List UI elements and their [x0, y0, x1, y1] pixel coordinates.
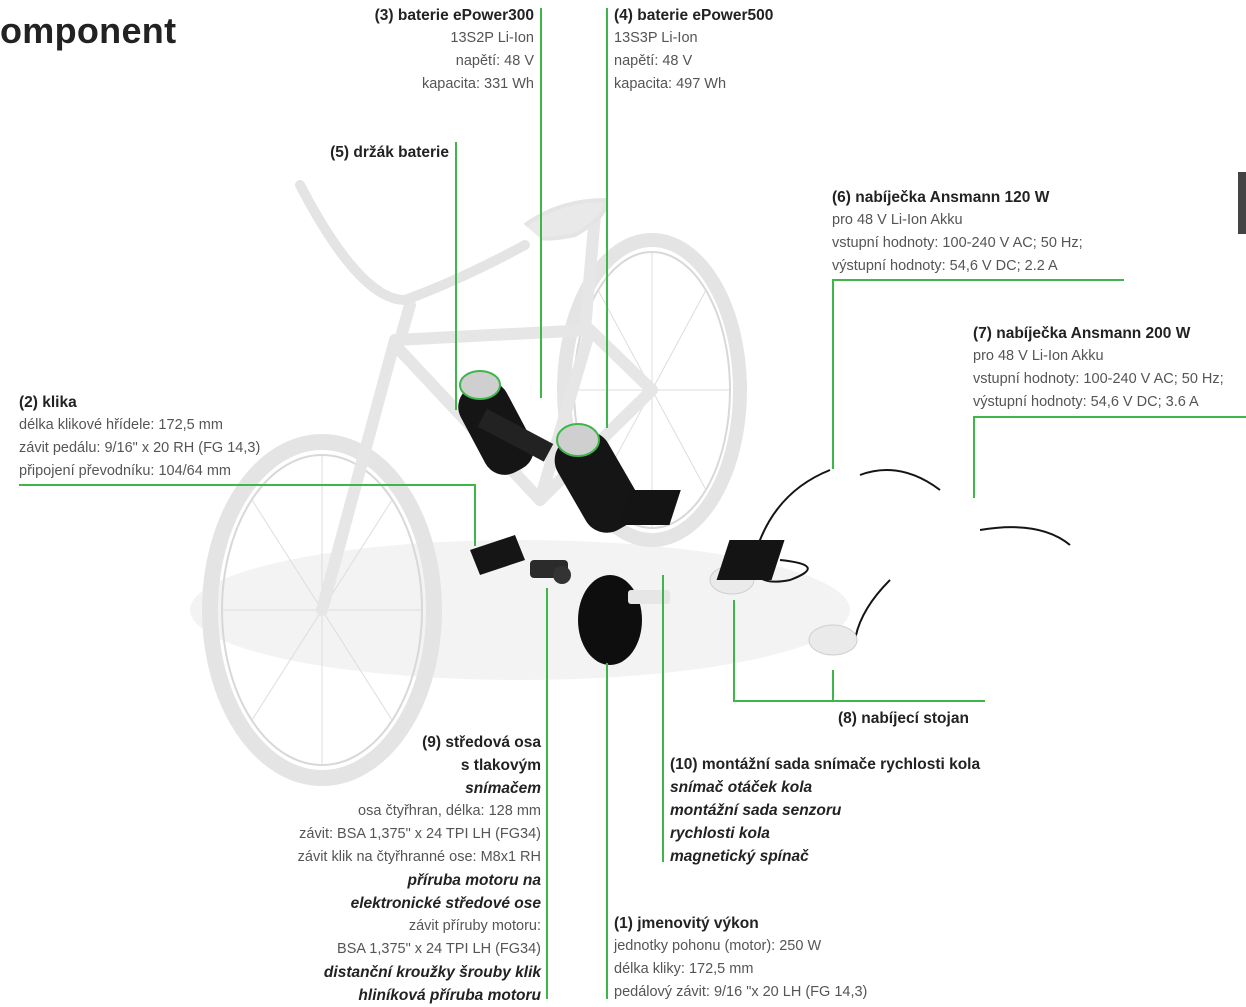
- spec-line: 13S3P Li-Ion: [614, 30, 698, 46]
- callout-line: [973, 416, 975, 498]
- spec-line: BSA 1,375" x 24 TPI LH (FG34): [337, 941, 541, 957]
- callout-line: [733, 600, 735, 702]
- spec-line: kapacita: 331 Wh: [421, 76, 534, 92]
- heading: (4) baterie ePower500: [614, 7, 774, 24]
- heading: (8) nabíjecí stojan: [838, 710, 969, 727]
- charger-200-illustration: [716, 526, 1071, 656]
- heading: (3) baterie ePower300: [374, 7, 534, 24]
- spec-line: napětí: 48 V: [455, 53, 534, 69]
- callout-line: [832, 279, 1124, 281]
- callout-line: [733, 700, 985, 702]
- spec-line: pro 48 V Li-Ion Akku: [973, 348, 1104, 364]
- spec-line: připojení převodníku: 104/64 mm: [19, 463, 231, 479]
- label-battery-300: (3) baterie ePower300 13S2P Li-Ion napět…: [375, 4, 534, 96]
- spec-line: pedálový závit: 9/16 "x 20 LH (FG 14,3): [614, 984, 868, 1000]
- page-title: omponent: [0, 10, 177, 51]
- label-speed-sensor-kit: (10) montážní sada snímače rychlosti kol…: [670, 753, 980, 868]
- callout-line: [606, 8, 608, 428]
- heading: (1) jmenovitý výkon: [614, 915, 759, 932]
- callout-line: [832, 279, 834, 469]
- italic-line: montážní sada senzoru: [670, 802, 842, 819]
- label-battery-holder: (5) držák baterie: [330, 141, 449, 164]
- callout-line: [606, 663, 608, 999]
- label-charging-stand: (8) nabíjecí stojan: [838, 707, 969, 730]
- heading: (6) nabíječka Ansmann 120 W: [832, 189, 1050, 206]
- bike-illustration: [202, 180, 747, 786]
- callout-line: [546, 588, 548, 999]
- italic-heading: snímačem: [465, 780, 541, 797]
- spec-line: vstupní hodnoty: 100-240 V AC; 50 Hz;: [973, 371, 1224, 387]
- spec-line: délka kliky: 172,5 mm: [614, 961, 754, 977]
- page-tab-marker: [1238, 172, 1246, 234]
- italic-heading: příruba motoru na: [407, 872, 541, 889]
- spec-line: délka klikové hřídele: 172,5 mm: [19, 417, 223, 433]
- callout-line: [973, 416, 1246, 418]
- italic-heading: hliníková příruba motoru: [358, 987, 541, 1004]
- heading: s tlakovým: [460, 757, 541, 774]
- italic-line: rychlosti kola: [670, 825, 770, 842]
- spec-line: závit pedálu: 9/16" x 20 RH (FG 14,3): [19, 440, 261, 456]
- crank-illustration: [470, 535, 670, 665]
- label-charger-120: (6) nabíječka Ansmann 120 W pro 48 V Li-…: [832, 186, 1083, 278]
- label-crank: (2) klika délka klikové hřídele: 172,5 m…: [19, 391, 260, 483]
- spec-line: výstupní hodnoty: 54,6 V DC; 3.6 A: [973, 394, 1199, 410]
- rear-wheel: [557, 233, 747, 547]
- label-charger-200: (7) nabíječka Ansmann 200 W pro 48 V Li-…: [973, 322, 1224, 414]
- italic-line: snímač otáček kola: [670, 779, 813, 796]
- motor-flange: [578, 575, 642, 665]
- spec-line: napětí: 48 V: [614, 53, 693, 69]
- spec-line: jednotky pohonu (motor): 250 W: [614, 938, 822, 954]
- front-wheel: [202, 434, 442, 786]
- spec-line: 13S2P Li-Ion: [450, 30, 534, 46]
- spec-line: pro 48 V Li-Ion Akku: [832, 212, 963, 228]
- label-battery-500: (4) baterie ePower500 13S3P Li-Ion napět…: [614, 4, 773, 96]
- heading: (7) nabíječka Ansmann 200 W: [973, 325, 1191, 342]
- callout-line: [455, 142, 457, 410]
- battery-300-illustration: [458, 370, 554, 475]
- callout-line: [832, 670, 834, 702]
- italic-heading: distanční kroužky šrouby klik: [323, 964, 541, 981]
- label-bottom-bracket-axle: (9) středová osa s tlakovým snímačem osa…: [298, 731, 541, 1007]
- heading: (9) středová osa: [422, 734, 541, 751]
- spec-line: kapacita: 497 Wh: [614, 76, 727, 92]
- spec-line: závit příruby motoru:: [408, 918, 541, 934]
- heading: (10) montážní sada snímače rychlosti kol…: [670, 756, 981, 773]
- italic-heading: elektronické středové ose: [350, 895, 541, 912]
- heading: (2) klika: [19, 394, 77, 411]
- spec-line: závit: BSA 1,375" x 24 TPI LH (FG34): [299, 826, 541, 842]
- callout-line: [662, 575, 664, 862]
- label-nominal-power: (1) jmenovitý výkon jednotky pohonu (mot…: [614, 912, 867, 1004]
- callout-line: [19, 484, 475, 486]
- callout-line: [540, 8, 542, 398]
- spec-line: osa čtyřhran, délka: 128 mm: [358, 803, 541, 819]
- spec-line: vstupní hodnoty: 100-240 V AC; 50 Hz;: [832, 235, 1083, 251]
- ground-shadow: [190, 540, 850, 680]
- spec-line: závit klik na čtyřhranné ose: M8x1 RH: [297, 849, 541, 865]
- battery-500-illustration: [554, 423, 640, 533]
- spec-line: výstupní hodnoty: 54,6 V DC; 2.2 A: [832, 258, 1058, 274]
- callout-line: [474, 484, 476, 546]
- heading: (5) držák baterie: [330, 144, 449, 161]
- italic-line: magnetický spínač: [670, 848, 809, 865]
